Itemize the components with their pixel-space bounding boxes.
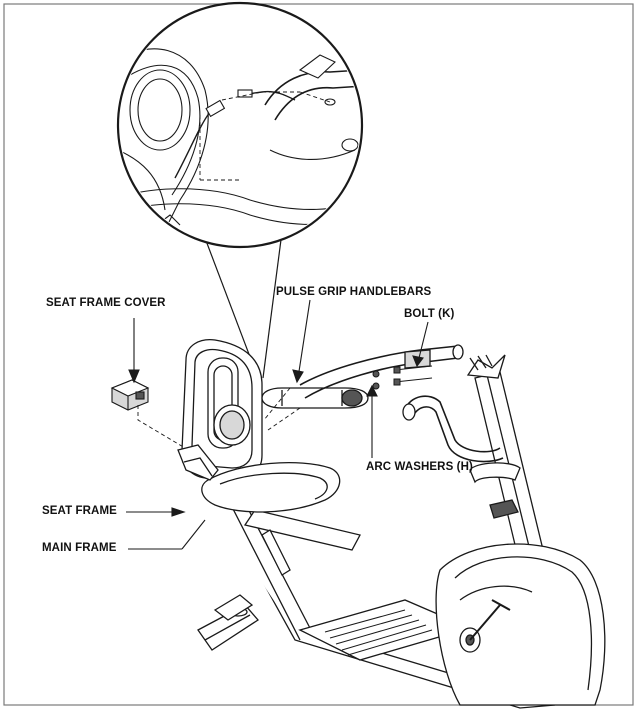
label-bolt-k: BOLT (K) — [404, 308, 455, 320]
label-seat-frame: SEAT FRAME — [42, 505, 117, 517]
detail-magnifier — [116, 1, 364, 249]
front-mast-part — [402, 354, 606, 706]
leader-lines — [126, 299, 429, 550]
seat-frame-cover-part — [110, 379, 150, 411]
label-pulse-grip-handlebars: PULSE GRIP HANDLEBARS — [276, 286, 432, 298]
label-seat-frame-cover: SEAT FRAME COVER — [46, 297, 166, 309]
figure-border — [3, 3, 634, 706]
label-arc-washers-h: ARC WASHERS (H) — [366, 461, 473, 473]
bolt-washer-set — [372, 365, 433, 390]
label-main-frame: MAIN FRAME — [42, 542, 117, 554]
seat-part — [177, 339, 341, 513]
pulse-grip-handlebar-part — [261, 344, 464, 409]
cover-dashed-guide — [137, 405, 186, 449]
